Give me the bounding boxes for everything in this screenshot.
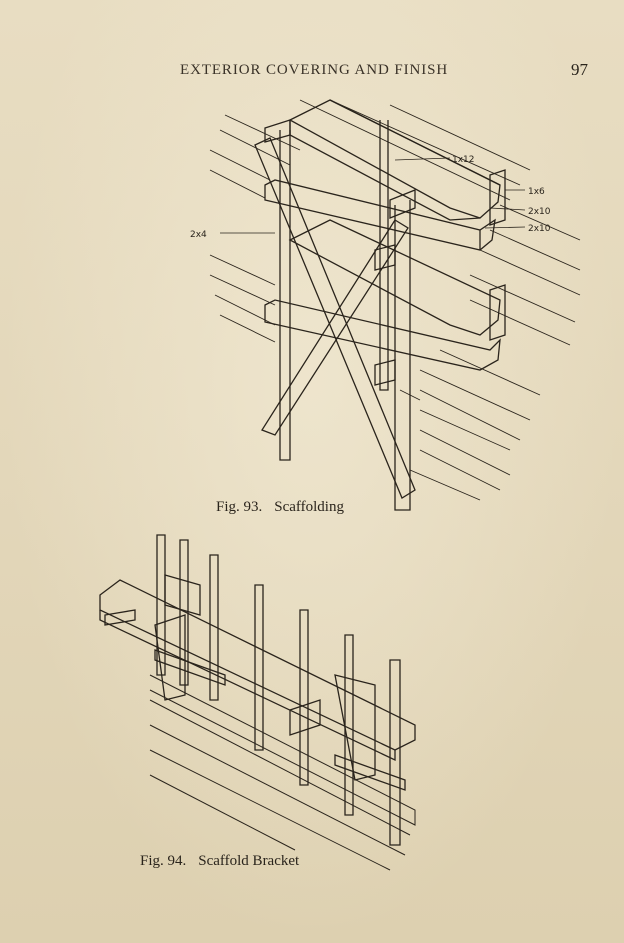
left-bracket <box>154 574 226 701</box>
label-1x12: 1x12 <box>452 155 475 165</box>
front-uprights <box>374 189 416 511</box>
scaffolding-illustration: 1x12 1x6 2x10 2x10 2x4 <box>180 90 600 520</box>
siding-lines <box>209 99 581 501</box>
label-2x4: 2x4 <box>190 230 207 240</box>
figure-93-title: Scaffolding <box>274 499 344 515</box>
figure-94-caption: Fig. 94. Scaffold Bracket <box>140 853 299 870</box>
upper-ledger <box>264 179 496 251</box>
diagonal-braces <box>254 137 416 499</box>
page-number: 97 <box>571 60 588 79</box>
lower-plank <box>288 219 501 336</box>
figure-94-number: Fig. 94. <box>140 853 187 869</box>
siding-boards <box>149 674 416 871</box>
figure-93-number: Fig. 93. <box>216 499 263 515</box>
scaffold-bracket-illustration <box>95 525 435 880</box>
upper-plank <box>288 99 501 221</box>
cleat-block <box>489 169 506 226</box>
scaffold-plank <box>99 579 416 762</box>
running-head: EXTERIOR COVERING AND FINISH <box>180 62 449 78</box>
label-2x10-lower: 2x10 <box>528 224 551 234</box>
label-2x10-upper: 2x10 <box>528 207 551 217</box>
lower-ledger <box>264 284 506 371</box>
figure-94-title: Scaffold Bracket <box>198 853 300 869</box>
wall-studs <box>156 534 401 846</box>
label-1x6: 1x6 <box>528 187 545 197</box>
figure-93-caption: Fig. 93. Scaffolding <box>216 499 344 516</box>
